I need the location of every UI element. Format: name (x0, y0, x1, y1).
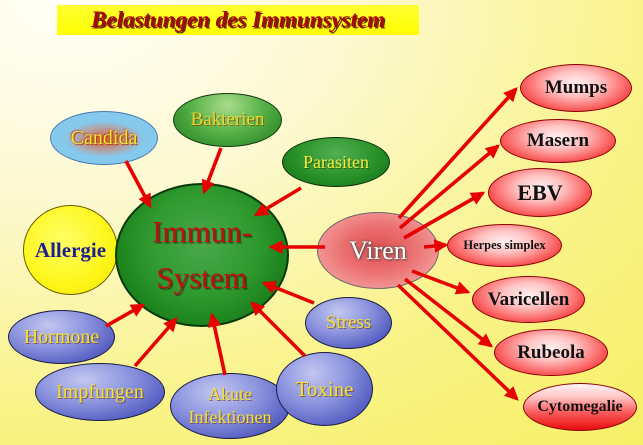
node-hormone: Hormone (8, 310, 115, 364)
slide-title-bar: Belastungen des Immunsystem (57, 5, 419, 35)
node-masern-label: Masern (526, 130, 590, 152)
node-stress: Stress (305, 297, 392, 349)
node-candida: Candida (50, 111, 158, 165)
node-ebv-label: EBV (517, 179, 563, 205)
node-bakterien-label: Bakterien (190, 109, 265, 131)
node-varicellen-label: Varicellen (487, 288, 570, 310)
node-parasiten-label: Parasiten (303, 151, 369, 172)
node-viren-label: Viren (349, 235, 407, 265)
node-allergie: Allergie (23, 205, 118, 295)
arrow-hormone-to-center (105, 303, 146, 328)
node-herpes-simplex-label: Herpes simplex (463, 238, 546, 253)
node-akute-infektionen-label-line1: Akute (208, 383, 252, 404)
node-cytomegalie: Cytomegalie (523, 383, 637, 431)
arrow-viren-to-masern (398, 144, 500, 230)
node-hormone-label: Hormone (23, 325, 100, 348)
node-cytomegalie-label: Cytomegalie (537, 397, 623, 415)
node-immun-system: Immun- System (115, 183, 289, 327)
node-rubeola: Rubeola (494, 329, 608, 376)
node-rubeola-label: Rubeola (517, 341, 585, 363)
node-impfungen: Impfungen (35, 363, 165, 421)
node-mumps-label: Mumps (544, 77, 608, 99)
node-immun-system-label-line2: System (156, 260, 248, 295)
arrow-impfungen-to-center (133, 317, 178, 368)
arrow-toxine-to-center (250, 301, 307, 358)
node-toxine: Toxine (276, 352, 373, 426)
node-akute-infektionen: Akute Infektionen (170, 373, 290, 439)
node-allergie-label: Allergie (34, 237, 107, 262)
node-akute-infektionen-label-line2: Infektionen (188, 407, 272, 427)
node-varicellen: Varicellen (472, 276, 585, 323)
node-viren: Viren (317, 212, 439, 289)
node-ebv: EBV (488, 168, 592, 217)
node-masern: Masern (500, 119, 616, 163)
node-immun-system-label-line1: Immun- (152, 213, 252, 249)
node-stress-label: Stress (325, 312, 372, 334)
node-toxine-label: Toxine (295, 376, 354, 401)
node-impfungen-label: Impfungen (56, 380, 144, 403)
slide-title: Belastungen des Immunsystem (91, 7, 385, 32)
node-parasiten: Parasiten (282, 137, 390, 187)
node-bakterien: Bakterien (173, 93, 282, 147)
node-herpes-simplex: Herpes simplex (447, 224, 562, 267)
node-mumps: Mumps (520, 64, 632, 112)
node-candida-label: Candida (70, 126, 138, 149)
